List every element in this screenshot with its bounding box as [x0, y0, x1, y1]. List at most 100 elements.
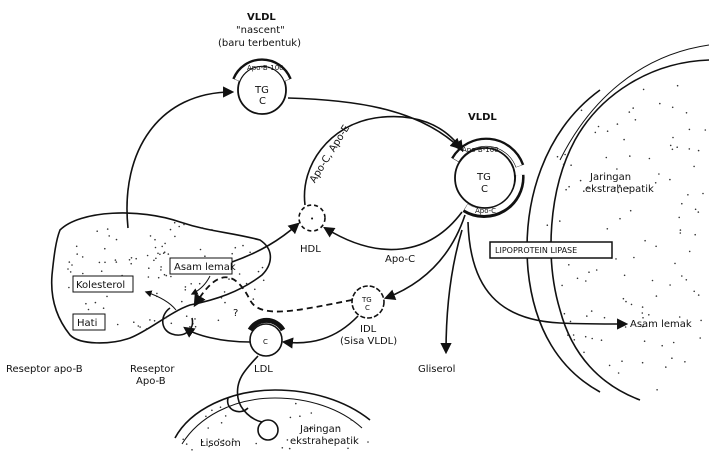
- arrow-vldl-to-idl: [383, 214, 466, 301]
- stipple-dot: [678, 316, 681, 318]
- stipple-dot: [286, 439, 289, 441]
- stipple-dot: [242, 244, 244, 247]
- stipple-dot: [102, 307, 105, 310]
- stipple-dot: [182, 438, 184, 441]
- arrow-to-glycerol: [440, 229, 463, 355]
- stipple-dot: [163, 273, 166, 276]
- stipple-dot: [630, 303, 633, 306]
- stipple-dot: [546, 224, 549, 226]
- stipple-dot: [160, 269, 162, 271]
- stipple-dot: [198, 282, 201, 285]
- stipple-dot: [115, 261, 118, 263]
- vldl-nascent-core2: C: [259, 96, 266, 107]
- stipple-dot: [310, 412, 313, 414]
- stipple-dot: [569, 320, 572, 323]
- stipple-dot: [583, 190, 585, 192]
- stipple-dot: [693, 165, 695, 168]
- liver-stipple: [67, 221, 265, 330]
- right-tissue-stipple: [546, 84, 707, 391]
- arrow-liver-internal-2: [144, 290, 177, 311]
- stipple-dot: [688, 250, 691, 253]
- arrow-liver-to-vldl-nascent: [126, 86, 235, 229]
- stipple-dot: [642, 317, 644, 319]
- stipple-dot: [568, 185, 570, 188]
- stipple-dot: [329, 440, 332, 442]
- stipple-dot: [288, 447, 291, 450]
- stipple-dot: [135, 257, 137, 260]
- arrow-idl-to-liver-dashed: [193, 276, 353, 313]
- stipple-dot: [254, 288, 256, 291]
- ldl-apo-band: [247, 317, 286, 332]
- stipple-dot: [190, 283, 192, 285]
- receptor-apob2-line2: Apo-B: [136, 376, 166, 387]
- stipple-dot: [201, 441, 204, 443]
- stipple-dot: [684, 361, 686, 363]
- stipple-dot: [178, 225, 180, 228]
- stipple-dot: [644, 239, 646, 242]
- stipple-dot: [67, 268, 69, 270]
- vldl-particle: [451, 137, 525, 218]
- idl-particle: [351, 285, 385, 319]
- idl-label: IDL: [360, 324, 377, 335]
- stipple-dot: [678, 216, 680, 219]
- stipple-dot: [311, 427, 314, 430]
- stipple-dot: [205, 415, 207, 418]
- glycerol-label: Gliserol: [418, 364, 455, 375]
- vldl-nascent-title: VLDL: [247, 12, 276, 23]
- stipple-dot: [115, 238, 118, 241]
- arrow-nascent-to-vldl: [287, 97, 462, 150]
- stipple-dot: [615, 258, 617, 260]
- stipple-dot: [665, 366, 667, 368]
- stipple-dot: [159, 253, 161, 256]
- stipple-dot: [616, 168, 618, 170]
- stipple-dot: [160, 266, 162, 268]
- stipple-dot: [642, 88, 645, 91]
- lipoprotein-lipase-label: LIPOPROTEIN LIPASE: [495, 246, 577, 255]
- hdl-core-mark: •: [310, 215, 314, 223]
- liver-fatty-acid-box: [169, 257, 233, 275]
- stipple-dot: [149, 319, 151, 321]
- stipple-dot: [681, 275, 683, 277]
- stipple-dot: [170, 275, 172, 278]
- stipple-dot: [625, 300, 627, 303]
- stipple-dot: [139, 326, 141, 328]
- stipple-dot: [281, 447, 284, 449]
- stipple-dot: [289, 416, 292, 419]
- stipple-dot: [669, 144, 672, 147]
- lysosome-label: Lisosom: [200, 438, 241, 449]
- stipple-dot: [157, 276, 160, 279]
- question-mark: ?: [233, 308, 238, 319]
- stipple-dot: [228, 278, 230, 280]
- vldl-nascent-core: TG: [254, 85, 269, 96]
- stipple-dot: [164, 242, 166, 245]
- receptor-apob-label: Reseptor apo-B: [6, 364, 83, 375]
- stipple-dot: [163, 251, 166, 253]
- stipple-dot: [194, 325, 197, 328]
- stipple-dot: [671, 148, 674, 151]
- stipple-dot: [249, 251, 251, 254]
- stipple-dot: [616, 123, 619, 125]
- stipple-dot: [688, 128, 691, 131]
- stipple-dot: [169, 228, 172, 231]
- stipple-dot: [669, 178, 671, 181]
- right-tissue-membrane: [526, 89, 601, 393]
- arrow-to-fatty-acid-out: [467, 221, 629, 330]
- stipple-dot: [634, 119, 637, 121]
- stipple-dot: [633, 256, 635, 259]
- receptor-apob2-line1: Reseptor: [130, 364, 175, 375]
- stipple-dot: [587, 186, 589, 188]
- stipple-dot: [130, 257, 133, 259]
- stipple-dot: [672, 136, 674, 139]
- stipple-dot: [337, 426, 340, 428]
- stipple-dot: [561, 284, 563, 287]
- stipple-dot: [617, 372, 620, 374]
- stipple-dot: [556, 155, 559, 158]
- stipple-dot: [617, 191, 620, 194]
- stipple-dot: [157, 252, 159, 255]
- stipple-dot: [165, 274, 168, 277]
- stipple-dot: [347, 447, 349, 450]
- fatty-acid-out-label: Asam lemak: [630, 319, 692, 330]
- right-tissue-membrane-inner: [559, 44, 709, 161]
- stipple-dot: [114, 259, 117, 261]
- stipple-dot: [699, 337, 701, 339]
